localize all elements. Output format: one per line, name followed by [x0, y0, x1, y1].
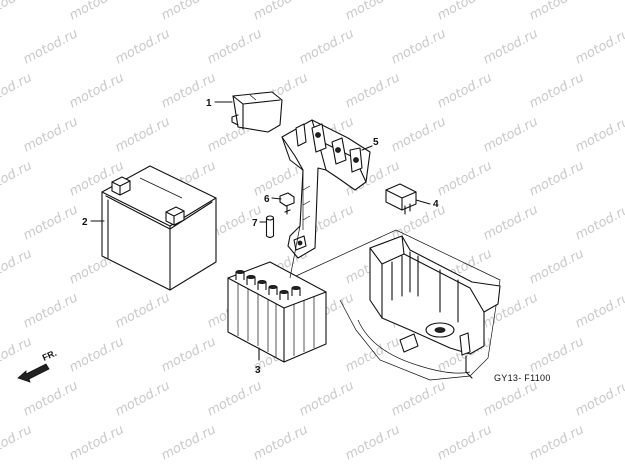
watermark-text: motod.ru	[389, 26, 449, 67]
callout-4: 4	[433, 199, 439, 210]
watermark-text: motod.ru	[0, 158, 35, 199]
watermark-text: motod.ru	[297, 378, 357, 419]
watermark-text: motod.ru	[573, 290, 625, 331]
watermark-text: motod.ru	[343, 0, 403, 24]
watermark-text: motod.ru	[527, 158, 587, 199]
watermark-text: motod.ru	[159, 422, 219, 463]
watermark-text: motod.ru	[573, 378, 625, 419]
watermark-text: motod.ru	[0, 422, 35, 463]
watermark-text: motod.ru	[67, 0, 127, 24]
watermark-text: motod.ru	[0, 246, 35, 287]
bottle-cap-top	[268, 284, 278, 289]
watermark-text: motod.ru	[0, 0, 35, 24]
watermark-text: motod.ru	[527, 334, 587, 375]
watermark-text: motod.ru	[251, 0, 311, 24]
watermark-text: motod.ru	[343, 70, 403, 111]
watermark-text: motod.ru	[113, 114, 173, 155]
watermark-text: motod.ru	[481, 114, 541, 155]
watermark-text: motod.ru	[205, 378, 265, 419]
callout-6: 6	[264, 194, 270, 205]
bottle-cap-top	[291, 285, 301, 290]
watermark-text: motod.ru	[435, 158, 495, 199]
front-arrow-icon	[17, 363, 50, 383]
watermark-text: motod.ru	[481, 26, 541, 67]
watermark-text: motod.ru	[573, 114, 625, 155]
callout-7: 7	[252, 218, 258, 229]
bottle-cap-top	[246, 274, 256, 279]
watermark-text: motod.ru	[297, 26, 357, 67]
callout-2: 2	[82, 217, 88, 228]
watermark-text: motod.ru	[481, 202, 541, 243]
watermark-text: motod.ru	[113, 378, 173, 419]
watermark-text: motod.ru	[21, 114, 81, 155]
part-3-electrolyte-pack	[227, 261, 327, 363]
part-7-collar	[265, 215, 275, 239]
watermark-text: motod.ru	[21, 202, 81, 243]
watermark-text: motod.ru	[389, 114, 449, 155]
watermark-text: motod.ru	[435, 422, 495, 463]
watermark-text: motod.ru	[21, 26, 81, 67]
watermark-text: motod.ru	[159, 0, 219, 24]
leader-lines	[90, 101, 431, 361]
direction-label: FR.	[41, 348, 58, 363]
bottle-cap-top	[279, 289, 289, 294]
watermark-text: motod.ru	[389, 378, 449, 419]
watermark-text: motod.ru	[527, 0, 587, 24]
watermark-text: motod.ru	[67, 70, 127, 111]
watermark-text: motod.ru	[159, 334, 219, 375]
watermark-text: motod.ru	[435, 0, 495, 24]
bottle-cap-top	[257, 279, 267, 284]
watermark-text: motod.ru	[435, 70, 495, 111]
watermark-text: motod.ru	[0, 70, 35, 111]
watermark-text: motod.ru	[251, 422, 311, 463]
watermark-text: motod.ru	[67, 334, 127, 375]
part-6-bolt	[279, 192, 295, 215]
part-1-fuse-box-cover	[231, 91, 283, 133]
callout-1: 1	[206, 98, 212, 109]
bottle-cap-top	[235, 269, 245, 274]
watermark-text: motod.ru	[573, 202, 625, 243]
callout-labels: 1 2 3 4 5 6 7	[82, 98, 439, 376]
watermark-text: motod.ru	[21, 378, 81, 419]
callout-5: 5	[373, 137, 379, 148]
battery-tray	[295, 229, 501, 381]
watermark-text: motod.ru	[527, 70, 587, 111]
part-5-bracket	[281, 119, 371, 259]
watermark-text: motod.ru	[573, 26, 625, 67]
watermark-text: motod.ru	[113, 290, 173, 331]
watermark-text: motod.ru	[0, 334, 35, 375]
callout-3: 3	[255, 365, 261, 376]
part-4-relay	[385, 183, 417, 215]
watermark-text: motod.ru	[67, 422, 127, 463]
watermark-text: motod.ru	[527, 246, 587, 287]
watermark-text: motod.ru	[21, 290, 81, 331]
watermark-text: motod.ru	[205, 26, 265, 67]
part-2-battery	[101, 165, 217, 291]
watermark-text: motod.ru	[343, 422, 403, 463]
watermark-text: motod.ru	[113, 26, 173, 67]
watermark-text: motod.ru	[481, 378, 541, 419]
watermark-text: motod.ru	[527, 422, 587, 463]
figure-code: GY13- F1100	[494, 373, 551, 383]
